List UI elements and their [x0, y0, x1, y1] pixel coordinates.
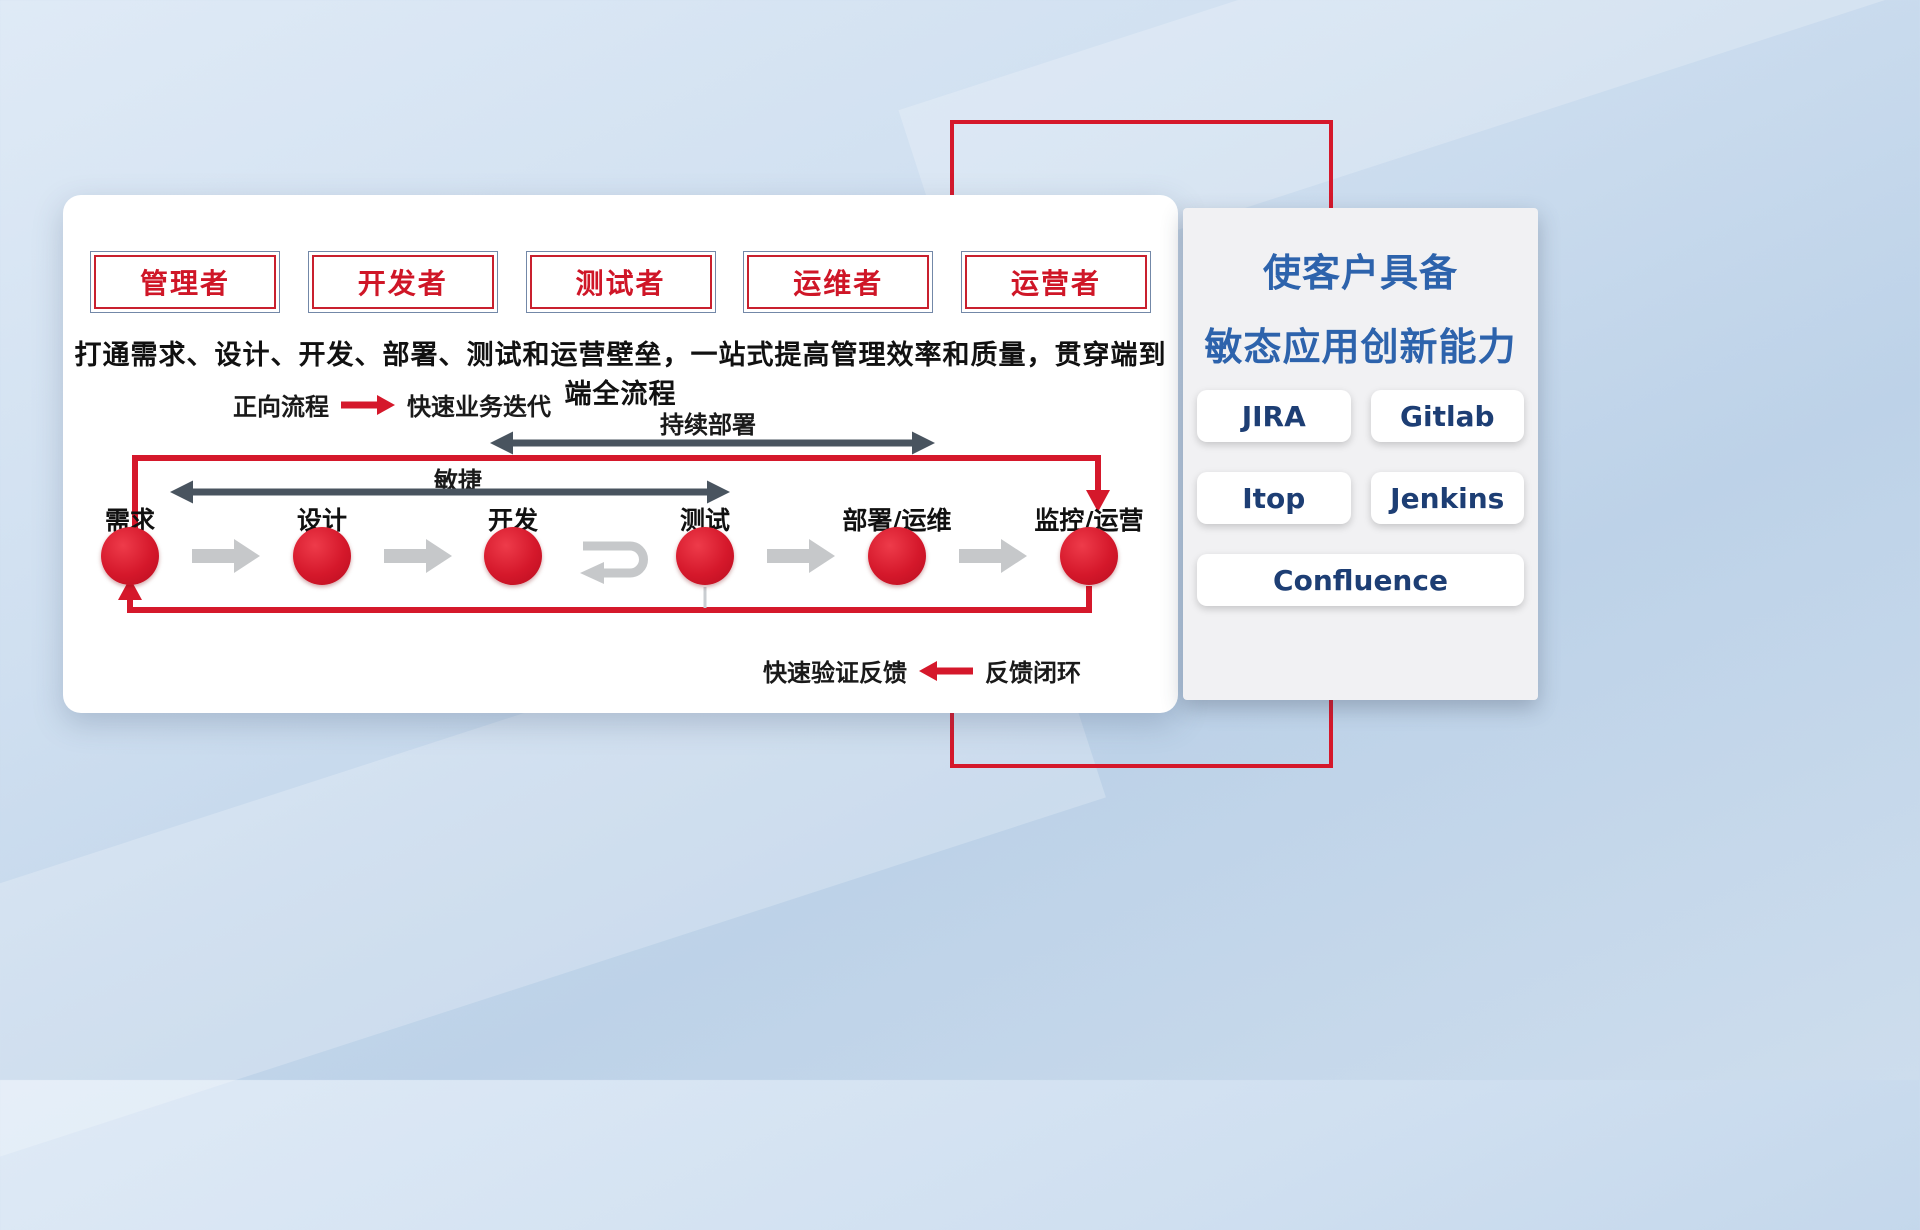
role-label: 开发者 [311, 255, 494, 309]
red-left-arrow-icon [919, 660, 973, 681]
tool-chip-gitlab: Gitlab [1370, 390, 1524, 442]
feedback-value: 快速验证反馈 [763, 659, 907, 687]
role-label: 运营者 [965, 255, 1147, 309]
role-label: 测试者 [529, 255, 712, 309]
role-label: 运维者 [747, 255, 930, 309]
forward-process-label: 正向流程 [233, 393, 329, 421]
feedback-label: 反馈闭环 [985, 659, 1081, 687]
capability-panel: 使客户具备 敏态应用创新能力 JIRA Gitlab Itop Jenkins … [1183, 208, 1538, 700]
forward-process-legend: 正向流程 快速业务迭代 [233, 387, 551, 422]
feedback-legend: 快速验证反馈 反馈闭环 [763, 653, 1081, 688]
flow-arrow [767, 539, 835, 573]
flow-arrow [959, 539, 1027, 573]
role-box-operator: 运营者 [961, 251, 1151, 313]
tool-chip-itop: Itop [1197, 472, 1351, 524]
workflow-subtitle: 打通需求、设计、开发、部署、测试和运营壁垒，一站式提高管理效率和质量，贯穿端到端… [74, 340, 1167, 410]
red-right-arrow-icon [341, 394, 395, 415]
agile-label: 敏捷 [434, 467, 482, 495]
flow-arrow [384, 539, 452, 573]
devops-workflow-panel: 管理者 开发者 测试者 运维者 运营者 打通需求、设计、开发、部署、测试和运营壁… [63, 195, 1178, 713]
capability-title-line1: 使客户具备 [1262, 251, 1458, 295]
stage-circle-test [676, 527, 734, 585]
forward-process-value: 快速业务迭代 [407, 393, 551, 421]
forward-loop-line [132, 455, 1110, 531]
stage-circle-develop [484, 527, 542, 585]
role-label: 管理者 [94, 255, 276, 309]
capability-title-line2: 敏态应用创新能力 [1204, 325, 1517, 369]
stage-circle-requirements [101, 527, 159, 585]
continuous-deploy-label: 持续部署 [660, 411, 756, 439]
iteration-loop-icon [580, 541, 648, 584]
flow-arrow [192, 539, 260, 573]
tool-chip-jira: JIRA [1197, 390, 1351, 442]
stage-circle-deploy-ops [868, 527, 926, 585]
role-box-tester: 测试者 [525, 251, 716, 313]
tool-chip-confluence: Confluence [1197, 554, 1524, 606]
role-boxes-row: 管理者 开发者 测试者 运维者 运营者 [63, 251, 1178, 313]
stage-circle-design [293, 527, 351, 585]
feedback-loop-line [118, 578, 1092, 613]
role-box-developer: 开发者 [307, 251, 498, 313]
role-box-manager: 管理者 [90, 251, 280, 313]
tool-chip-jenkins: Jenkins [1370, 472, 1524, 524]
tool-chip-grid: JIRA Gitlab Itop Jenkins Confluence [1197, 390, 1524, 606]
role-box-ops: 运维者 [743, 251, 934, 313]
stage-circle-monitor-operate [1060, 527, 1118, 585]
